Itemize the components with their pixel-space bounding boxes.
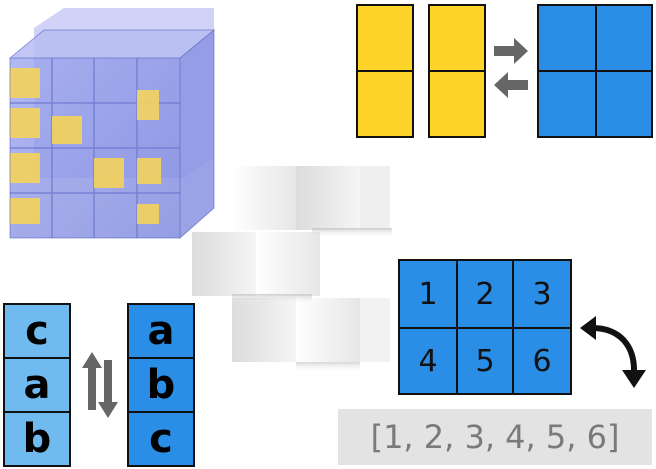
letter-label: b xyxy=(22,416,52,462)
yellow-block xyxy=(356,4,414,72)
grid-cell: 6 xyxy=(512,327,572,395)
arrow-transfer-icon xyxy=(494,38,528,98)
blue-block xyxy=(537,70,597,138)
blue-block xyxy=(595,70,653,138)
grid-number: 6 xyxy=(532,343,552,379)
grid-cell: 2 xyxy=(456,259,514,329)
letter-block: b xyxy=(127,357,195,413)
letter-label: a xyxy=(147,308,175,354)
letter-block: c xyxy=(3,303,71,359)
staircase-logo-icon xyxy=(192,166,392,372)
letter-label: c xyxy=(25,308,49,354)
letter-block: a xyxy=(127,303,195,359)
grid-cell: 3 xyxy=(512,259,572,329)
yellow-block xyxy=(428,4,486,72)
grid-cell: 5 xyxy=(456,327,514,395)
grid-cell: 1 xyxy=(398,259,458,329)
grid-number: 1 xyxy=(418,276,438,312)
grid-number: 4 xyxy=(418,343,438,379)
letter-block: b xyxy=(3,411,71,467)
blue-block xyxy=(595,4,653,72)
letter-label: b xyxy=(146,362,176,408)
grid-number: 2 xyxy=(475,276,495,312)
curved-double-arrow-icon xyxy=(580,316,646,388)
blue-block xyxy=(537,4,597,72)
voxel-cube-icon xyxy=(8,8,216,240)
letter-block: c xyxy=(127,411,195,467)
flat-array-label: [1, 2, 3, 4, 5, 6] xyxy=(338,409,652,465)
letter-block: a xyxy=(3,357,71,413)
letter-label: c xyxy=(149,416,173,462)
swap-arrows-icon xyxy=(82,352,118,418)
grid-number: 3 xyxy=(532,276,552,312)
grid-number: 5 xyxy=(475,343,495,379)
grid-cell: 4 xyxy=(398,327,458,395)
yellow-block xyxy=(356,70,414,138)
letter-label: a xyxy=(23,362,51,408)
yellow-block xyxy=(428,70,486,138)
